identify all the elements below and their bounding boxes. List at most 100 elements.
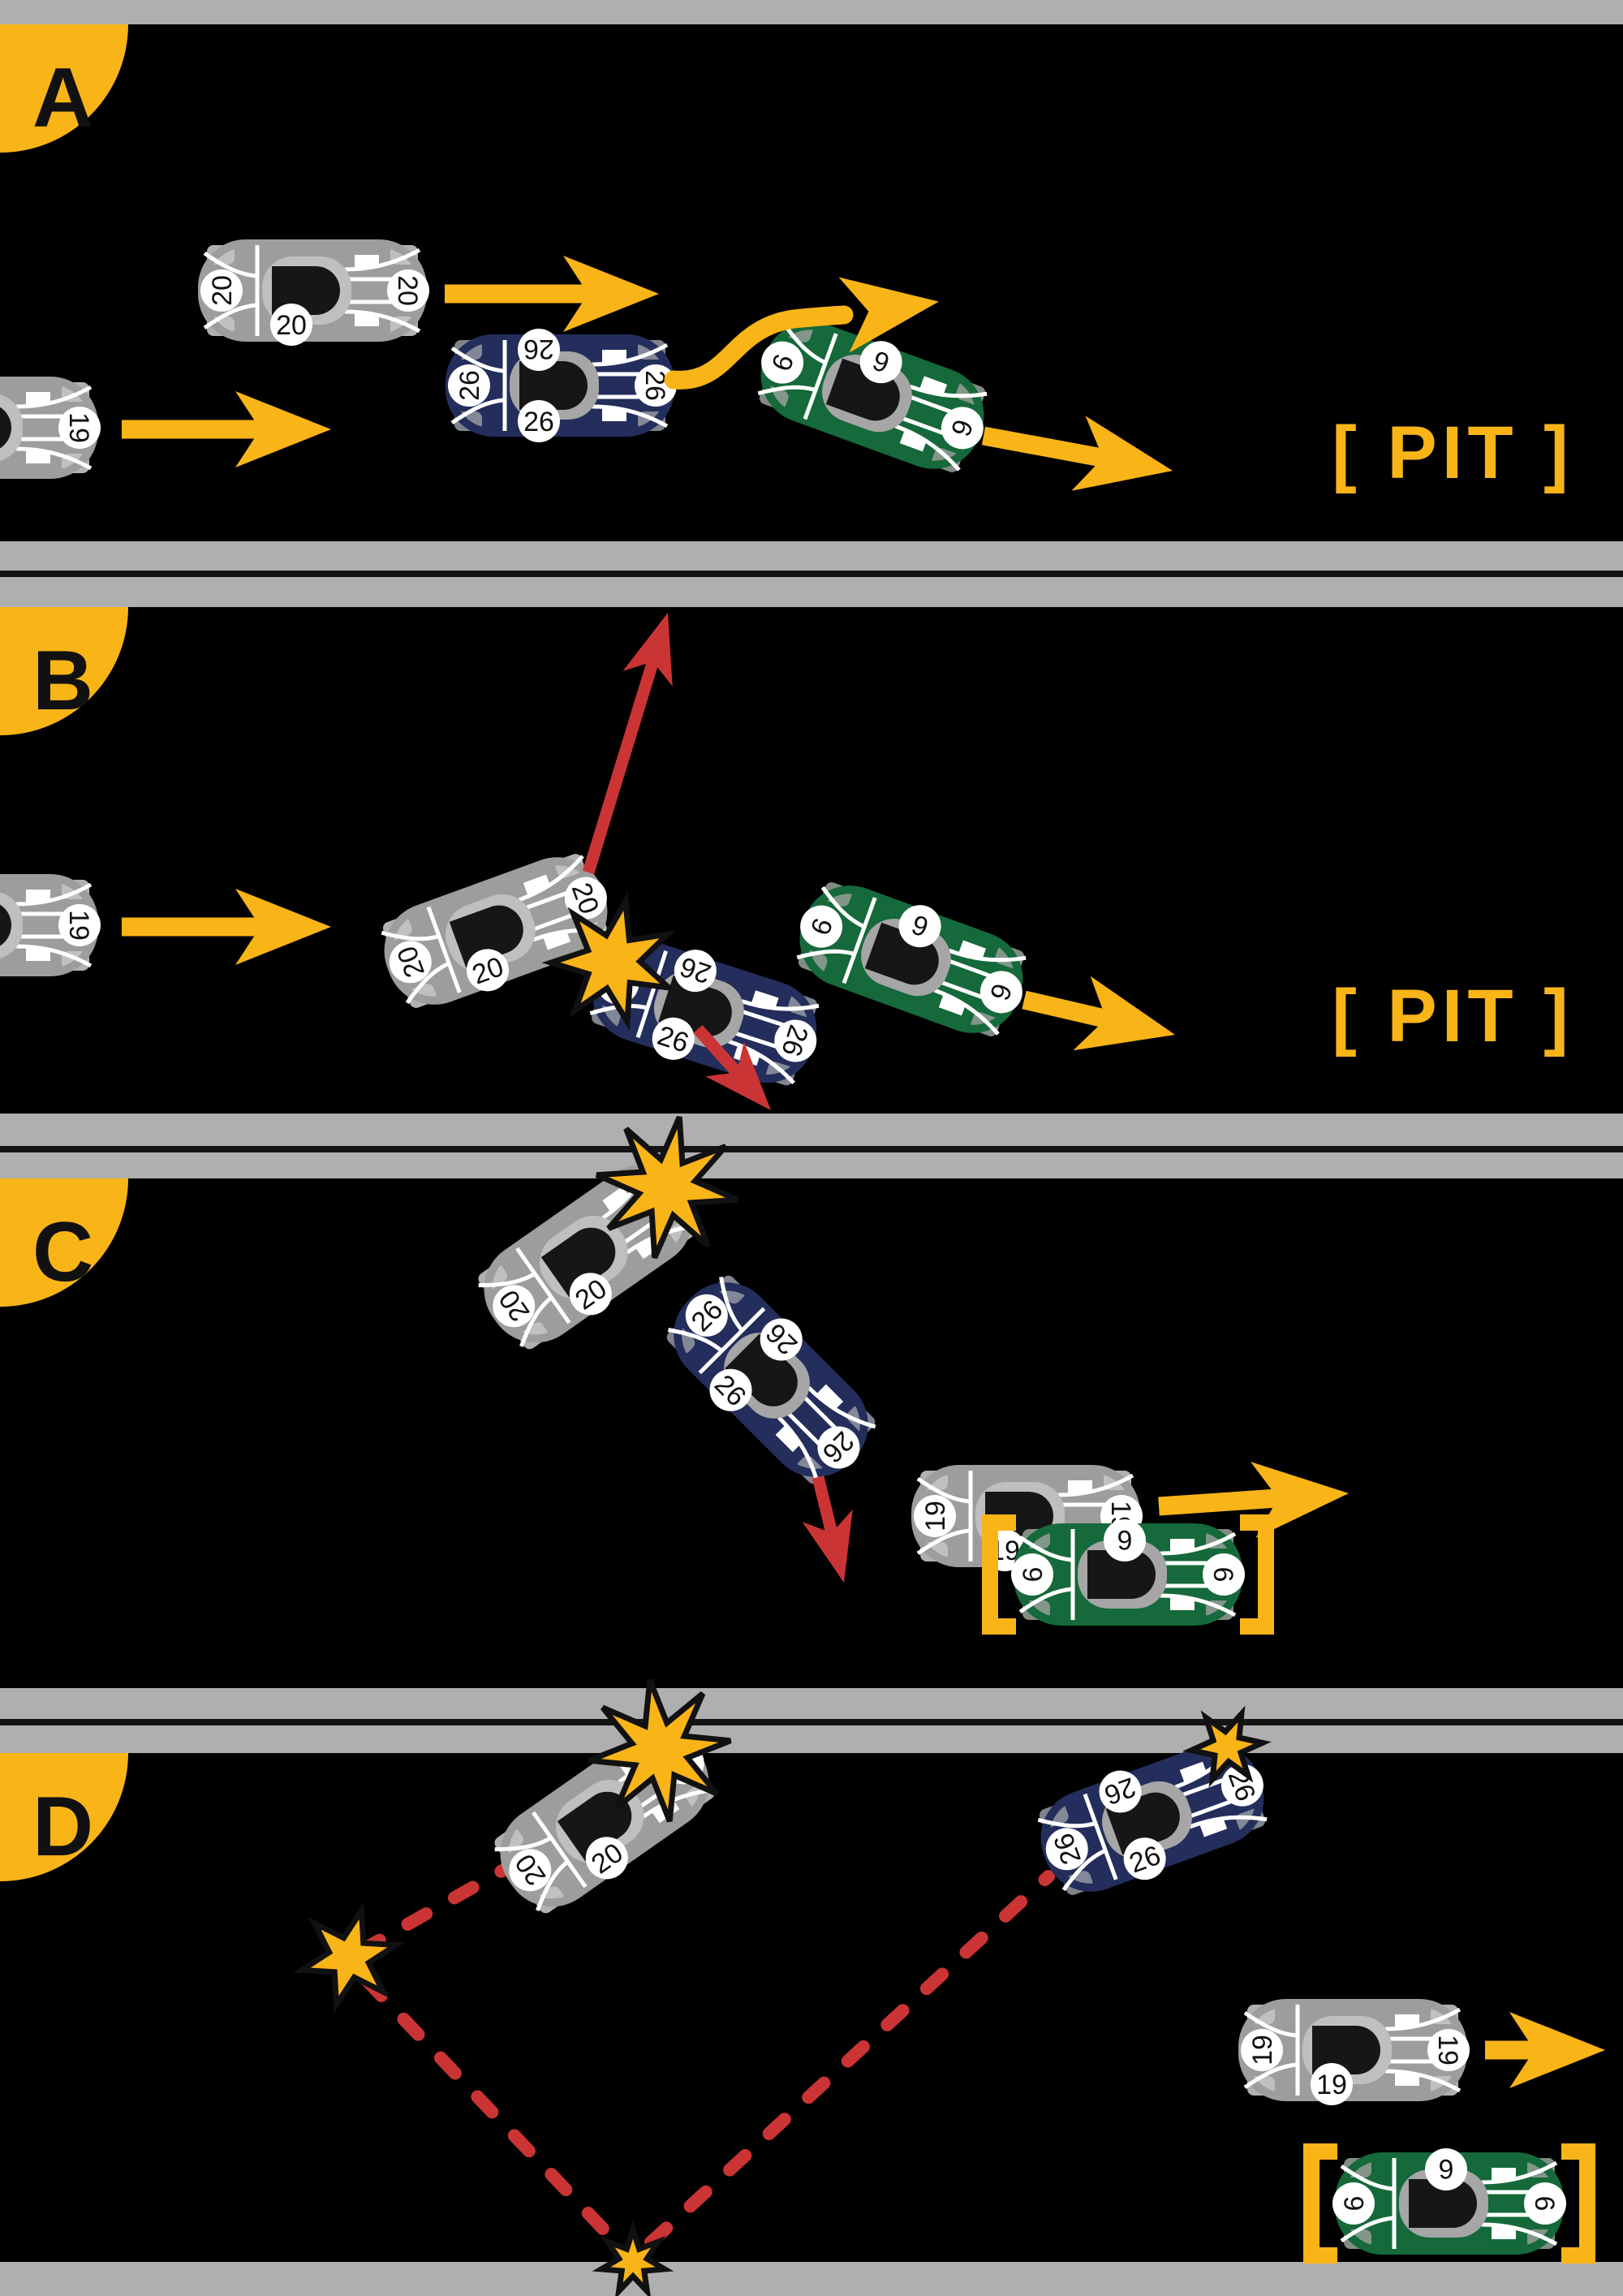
car-cockpit-opening (519, 361, 588, 410)
car-rear-fender-line (916, 1528, 970, 1556)
car-front-fender-line (1481, 2222, 1558, 2246)
panel-letter-b: B (32, 634, 93, 728)
car-rear-fender-line (719, 1276, 743, 1331)
car-number-roundel: 20 (270, 304, 312, 346)
car-number-roundel: 6 (1104, 1519, 1146, 1562)
car-front-fender-line (592, 342, 669, 367)
red-deflection-arrow-shaft (582, 657, 660, 875)
car-vent (1068, 1480, 1092, 1493)
panel-b: B19191920202026262626666[ PIT ] (0, 607, 1569, 1110)
roundel-circle (1099, 1770, 1142, 1813)
yellow-motion-arrow-head (1509, 2012, 1605, 2088)
car-rear-fender-line (450, 398, 504, 425)
car-vent (543, 929, 571, 950)
car-number-roundel: 6 (859, 341, 902, 384)
pit-box-brackets-d-right (1561, 2143, 1595, 2264)
car-number-roundel: 20 (585, 1837, 629, 1880)
car-number: 19 (1316, 2070, 1347, 2100)
car-vent (355, 313, 379, 326)
car-number-roundel: 26 (1099, 1770, 1142, 1813)
yellow-motion-arrow-head (1073, 976, 1175, 1051)
curved-swerve-arrow-head (838, 277, 939, 353)
car-vent (775, 1425, 803, 1453)
car-front-fender-line (741, 999, 820, 1011)
roundel-circle (761, 341, 804, 384)
car-number-roundel: 20 (493, 1284, 536, 1328)
car-number-roundel: 6 (898, 905, 941, 948)
car-number-roundel: 19 (58, 904, 101, 946)
car-number-roundel: 19 (1311, 2063, 1353, 2105)
car-number: 20 (276, 310, 307, 341)
car-vent (1179, 1761, 1208, 1782)
roundel-circle (941, 407, 984, 450)
track-wall (0, 0, 1623, 24)
car-rear-fender-line (1018, 1587, 1072, 1614)
dashed-trajectory (644, 1870, 1055, 2249)
car-number-roundel: 6 (761, 341, 804, 384)
car-number-roundel: 26 (518, 400, 560, 442)
roundel-circle (58, 904, 101, 946)
car-front-fender-line (518, 855, 584, 902)
car-seam-line (532, 1811, 588, 1889)
roundel-circle (585, 1837, 628, 1880)
car-rear-fender-line (1243, 2010, 1297, 2038)
car-cockpit-opening (0, 904, 11, 946)
car-number-roundel: 6 (1203, 1553, 1245, 1596)
roundel-circle (518, 329, 560, 371)
car-vent (1492, 2168, 1516, 2181)
roundel-circle (1427, 2029, 1470, 2071)
roundel-circle (564, 877, 607, 920)
car-cockpit-opening (540, 1227, 616, 1298)
car-vent (919, 376, 948, 397)
car-number: 19 (63, 412, 94, 443)
roundel-circle (1241, 2029, 1283, 2071)
car-vent (1170, 1597, 1195, 1610)
roundel-circle (817, 1426, 860, 1469)
yellow-motion-arrow-shaft (1158, 1488, 1283, 1516)
panel-badge-c (0, 1178, 128, 1307)
car-vent (602, 1186, 631, 1212)
car-rear-fender-line (820, 885, 864, 928)
collision-star (1182, 1705, 1272, 1788)
car-number-roundel: 20 (389, 941, 432, 984)
red-deflection-arrow-shaft (693, 1024, 743, 1079)
car-front-fender-line (15, 446, 93, 471)
car-vent (602, 408, 626, 421)
car-cockpit-opening (1409, 2179, 1477, 2228)
car-cockpit-opening (1087, 1550, 1156, 1599)
roundel-circle (859, 341, 902, 384)
car-seam-line (803, 333, 838, 420)
car-rear-fender-line (757, 385, 815, 396)
car-vent (602, 350, 626, 363)
car-number: 19 (1247, 2035, 1278, 2066)
track-wall (0, 2262, 1623, 2296)
panel-badge-a (0, 24, 128, 153)
car-number-roundel: 26 (774, 1019, 817, 1062)
car-cockpit-opening (557, 1791, 632, 1862)
car-seam-line (698, 1307, 766, 1375)
roundel-circle (774, 1019, 817, 1062)
roundel-circle (1045, 1828, 1088, 1871)
car-vent (26, 890, 50, 902)
car-seam-line (635, 950, 669, 1039)
roundel-circle (493, 1285, 536, 1328)
car-seam-line (515, 1247, 571, 1325)
panel-letter-d: D (32, 1780, 93, 1874)
car-front-fender-line (15, 944, 93, 968)
car-rear-fender-line (1037, 1817, 1095, 1829)
car-vent (1170, 1539, 1195, 1552)
car-cockpit-opening (725, 1333, 798, 1406)
car-number: 26 (639, 370, 670, 401)
car-number-roundel: 26 (1123, 1837, 1166, 1880)
car-vent (938, 995, 966, 1016)
roundel-circle (58, 407, 101, 449)
roundel-circle (448, 364, 490, 407)
car-number: 20 (207, 275, 238, 306)
roundel-circle (518, 400, 560, 442)
yellow-motion-arrow-head (563, 256, 659, 332)
panel-badge-b (0, 607, 128, 735)
car-vent (1492, 2226, 1516, 2239)
roundel-circle (1123, 1837, 1166, 1880)
